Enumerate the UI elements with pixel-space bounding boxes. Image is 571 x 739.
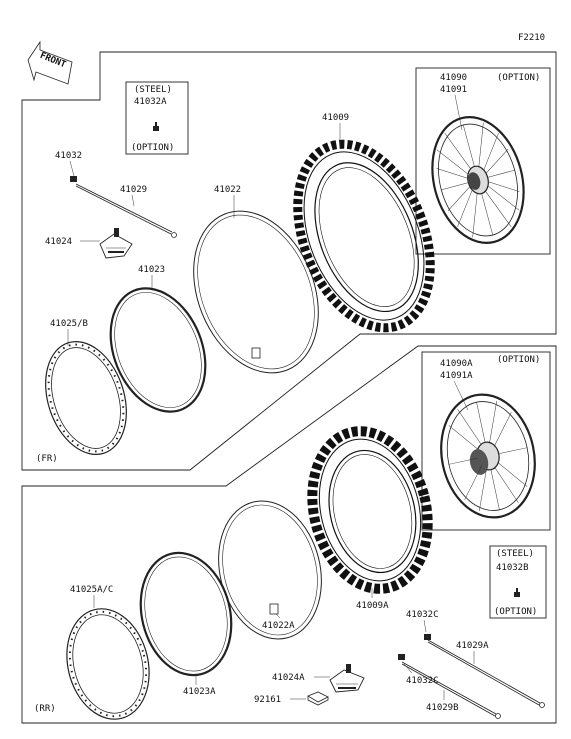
rimlock-icon: [99, 228, 133, 259]
front-rimband-icon: [109, 287, 207, 413]
front-tube-label: 41022: [214, 185, 241, 195]
rear-steel-box: (STEEL) 41032B (OPTION): [489, 545, 547, 619]
front-steel-box: (STEEL) 41032A (OPTION): [125, 81, 189, 155]
front-wheel-option: (OPTION): [497, 73, 540, 83]
front-rim-icon: [45, 341, 127, 455]
front-tube-valve-icon: [251, 347, 261, 359]
front-tire-label: 41009: [322, 113, 349, 123]
front-frame: [21, 51, 557, 471]
nut-icon: [307, 691, 329, 706]
rear-tube-label: 41022A: [262, 621, 295, 631]
rear-tube-valve-icon: [269, 603, 279, 615]
front-rimlock-label: 41024: [45, 237, 72, 247]
rear-wheel-box: 41090A (OPTION) 41091A: [421, 351, 551, 531]
rear-spoke-lower-label: 41029B: [426, 703, 459, 713]
rear-spoke-lower-icon: [401, 661, 501, 719]
rear-rim-icon: [66, 608, 150, 720]
front-tube-icon: [193, 210, 319, 374]
front-wheel-box: 41090 (OPTION) 41091: [415, 67, 551, 255]
rear-steel-part: 41032B: [496, 563, 529, 573]
front-tire-icon: [293, 139, 435, 333]
front-wheel-part2: 41091: [440, 85, 467, 95]
spoke-icon: [75, 183, 177, 238]
rear-spoke-upper-label: 41029A: [456, 641, 489, 651]
rear-steel-option: (OPTION): [494, 607, 537, 617]
rear-rimlock-label: 41024A: [272, 673, 305, 683]
rear-wheel-part1: 41090A: [440, 359, 473, 369]
front-spoke-label: 41029: [120, 185, 147, 195]
rear-valve-lower-label: 41032C: [406, 676, 439, 686]
rear-rim-label: 41025A/C: [70, 585, 113, 595]
front-rimband-label: 41023: [138, 265, 165, 275]
valve-nut-icon: [153, 122, 159, 131]
front-arrow: FRONT: [27, 40, 73, 85]
valve-icon: [70, 176, 77, 182]
rear-nut-label: 92161: [254, 695, 281, 705]
valve-icon: [398, 654, 405, 660]
rear-wheel-icon: [440, 393, 536, 519]
rear-wheel-part2: 41091A: [440, 371, 473, 381]
front-valve-label: 41032: [55, 151, 82, 161]
rear-wheel-option: (OPTION): [497, 355, 540, 365]
rear-tire-icon: [307, 426, 433, 594]
rear-spoke-upper-icon: [427, 639, 545, 708]
front-steel-label: (STEEL): [134, 85, 172, 95]
figure-code: F2210: [518, 33, 545, 43]
front-steel-part: 41032A: [134, 97, 167, 107]
front-rim-label: 41025/B: [50, 319, 88, 329]
valve-nut-icon: [514, 588, 520, 597]
rear-rimband-label: 41023A: [183, 687, 216, 697]
rimlock-icon: [329, 664, 365, 693]
rear-frame: [21, 345, 557, 724]
front-wheel-icon: [431, 116, 525, 244]
front-wheel-part1: 41090: [440, 73, 467, 83]
rear-steel-label: (STEEL): [496, 549, 534, 559]
front-arrow-label: FRONT: [38, 51, 67, 71]
front-section-label: (FR): [36, 454, 58, 464]
valve-icon: [424, 634, 431, 640]
rear-rimband-icon: [139, 551, 233, 677]
rear-valve-upper-label: 41032C: [406, 610, 439, 620]
rear-section-label: (RR): [34, 704, 56, 714]
rear-tire-label: 41009A: [356, 601, 389, 611]
front-steel-option: (OPTION): [131, 143, 174, 153]
